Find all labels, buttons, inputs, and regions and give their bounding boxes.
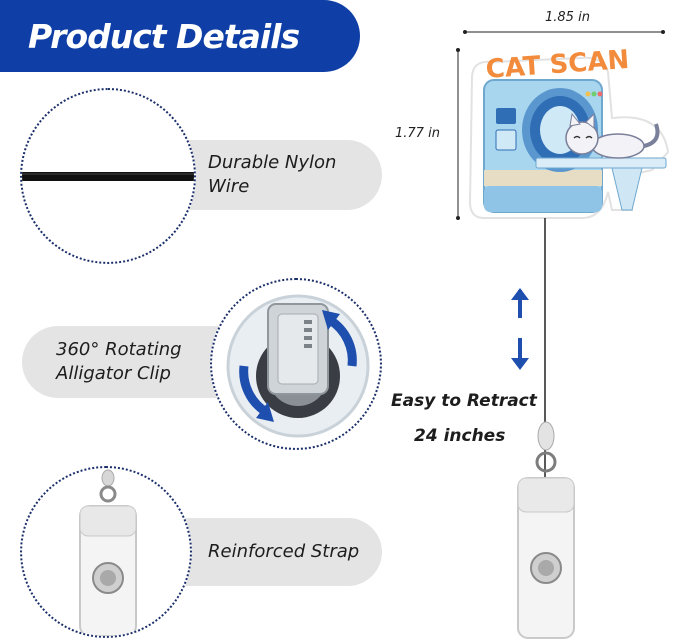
badge-reel-strap bbox=[517, 421, 575, 639]
feature-label-line2: Alligator Clip bbox=[56, 363, 171, 384]
feature-label-reinforced-strap: Reinforced Strap bbox=[160, 518, 382, 586]
nylon-wire-strand bbox=[22, 172, 194, 181]
product-details-banner: Product Details bbox=[0, 0, 360, 72]
retract-arrows-icon bbox=[511, 288, 529, 370]
cat-scan-badge: CAT SCAN bbox=[468, 45, 670, 219]
height-measurement: 1.77 in bbox=[395, 126, 440, 141]
rotate-arrow-icon bbox=[239, 365, 269, 416]
width-dimension-line bbox=[463, 30, 665, 34]
page-title: Product Details bbox=[28, 16, 300, 56]
nylon-wire-detail-circle bbox=[20, 88, 196, 264]
nylon-wire-image bbox=[22, 172, 194, 181]
retractable-cord bbox=[544, 218, 546, 508]
cord-length-label: 24 inches bbox=[414, 426, 506, 446]
feature-label-line1: Reinforced Strap bbox=[208, 541, 360, 562]
rotating-clip-detail-circle bbox=[210, 278, 382, 450]
width-measurement: 1.85 in bbox=[545, 10, 590, 25]
rotate-arrow-icon bbox=[327, 316, 357, 367]
feature-label-line2: Wire bbox=[208, 176, 250, 197]
feature-label-line1: 360° Rotating bbox=[56, 339, 182, 360]
reinforced-strap-image bbox=[79, 469, 137, 636]
feature-label-nylon-wire: Durable Nylon Wire bbox=[160, 140, 382, 210]
height-dimension-line bbox=[456, 48, 460, 220]
feature-label-line1: Durable Nylon bbox=[208, 152, 337, 173]
retract-label: Easy to Retract bbox=[391, 391, 537, 411]
cat-illustration bbox=[565, 112, 660, 159]
alligator-clip-image bbox=[226, 294, 370, 438]
reinforced-strap-detail-circle bbox=[20, 466, 192, 638]
